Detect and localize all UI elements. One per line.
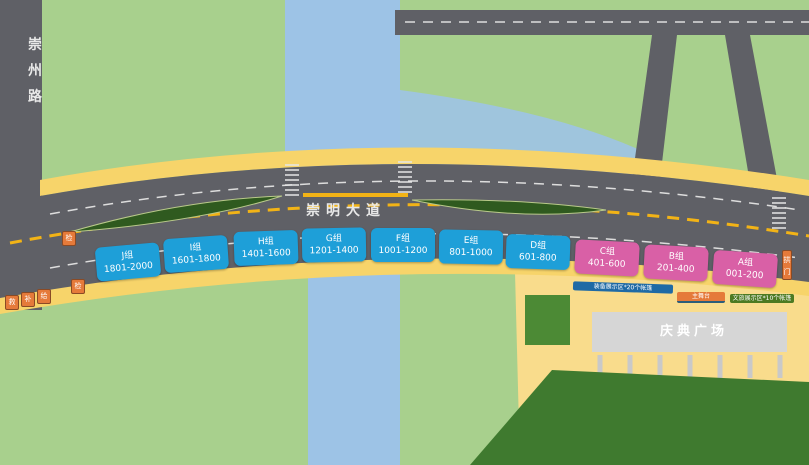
- rescue-marker[interactable]: 救: [5, 295, 19, 310]
- diagonal-road-1: [632, 35, 677, 180]
- river-north: [285, 0, 400, 170]
- supply-marker[interactable]: 给: [37, 289, 51, 304]
- group-range: 401-600: [587, 258, 626, 270]
- group-range: 1201-1400: [309, 245, 359, 257]
- crosswalks: [285, 161, 786, 229]
- north-road: [395, 10, 809, 35]
- title-underline: [303, 193, 408, 197]
- group-range: 1401-1600: [241, 248, 291, 260]
- checkpoint-marker[interactable]: 检: [71, 279, 85, 294]
- forest: [470, 370, 809, 465]
- median-east: [411, 199, 607, 215]
- median-west: [69, 195, 283, 233]
- culture-area-banner: 文旅展示区*10个帐篷: [730, 294, 794, 303]
- main-stage-banner: 主舞台: [677, 292, 725, 303]
- group-f[interactable]: F组 1001-1200: [371, 228, 435, 262]
- group-range: 801-1000: [449, 247, 493, 259]
- plaza-pattern: [592, 312, 787, 378]
- supply-marker[interactable]: 补: [21, 292, 35, 307]
- north-sidewalk: [40, 147, 809, 196]
- road-label-chongming: 崇明大道: [306, 203, 386, 219]
- gate-marker[interactable]: 拱门: [782, 250, 792, 280]
- group-name: G组: [325, 233, 342, 245]
- group-range: 201-400: [656, 263, 695, 275]
- plaza-label: 庆典广场: [660, 324, 729, 339]
- group-name: E组: [463, 235, 479, 247]
- group-name: F组: [395, 234, 411, 244]
- checkpoint-marker[interactable]: 检: [62, 231, 76, 246]
- center-line: [9, 203, 809, 245]
- group-range: 601-800: [518, 252, 557, 264]
- diagonal-road-2: [725, 35, 780, 195]
- road-label-chongzhou: 崇州路: [28, 37, 42, 105]
- group-range: 1001-1200: [378, 246, 428, 256]
- river-south: [308, 255, 400, 465]
- plaza-lawn: [525, 295, 570, 345]
